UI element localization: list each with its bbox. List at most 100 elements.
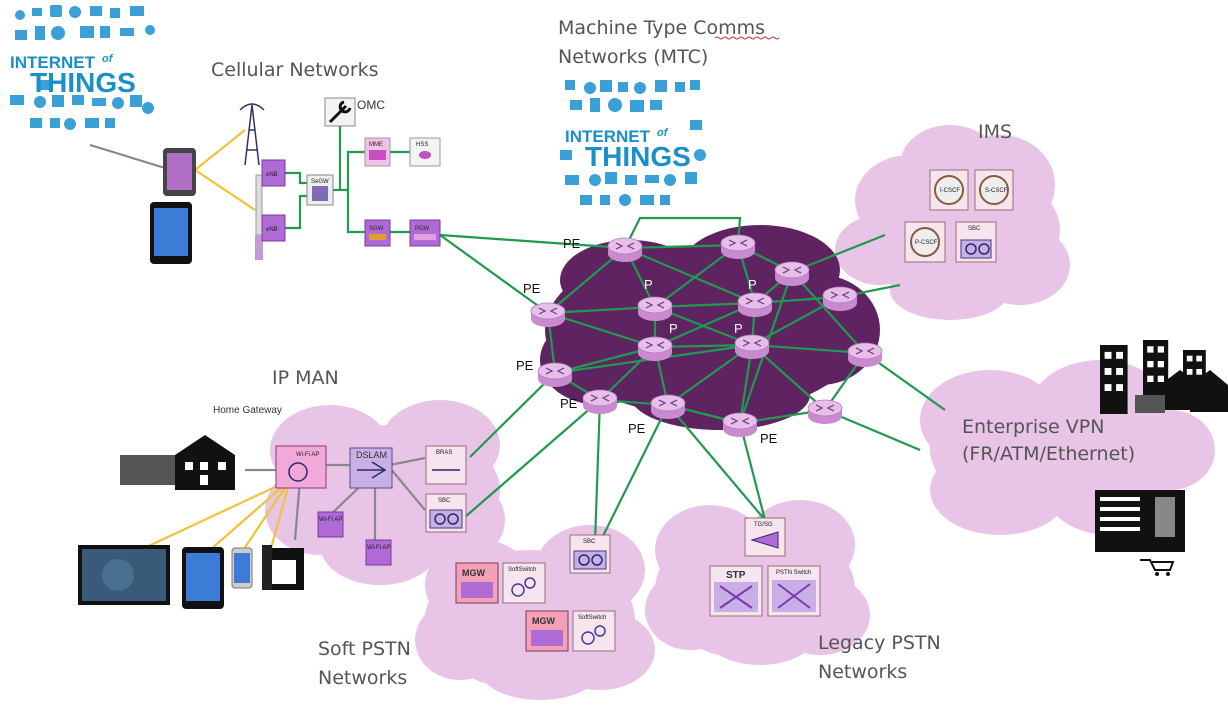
home-gateway-label: Home Gateway: [213, 405, 282, 416]
enterprise-buildings: [1095, 340, 1228, 576]
cellular-title: Cellular Networks: [211, 59, 379, 81]
p-router[interactable]: [734, 334, 770, 360]
tv-icon: [78, 545, 170, 605]
sbc-label: SBC: [583, 539, 596, 545]
smartphone-icon: [231, 547, 253, 589]
omc-label: OMC: [357, 98, 385, 112]
enb-node[interactable]: [261, 159, 286, 187]
softswitch-node[interactable]: [572, 610, 616, 652]
stp-label: STP: [726, 570, 746, 581]
p-router[interactable]: [637, 296, 673, 322]
edge-links: [439, 233, 946, 543]
wifi-ap-label: Wi-Fi AP: [296, 452, 319, 458]
pe-router[interactable]: [650, 394, 686, 420]
dslam-label: DSLAM: [356, 450, 387, 460]
things-text: THINGS: [30, 67, 136, 98]
wifi-ap-label: Wi-Fi AP: [367, 545, 390, 551]
pe-router[interactable]: [822, 286, 858, 312]
ims-nodes: I-CSCF S-CSCF P-CSCF SBC: [904, 169, 1014, 263]
pe-router[interactable]: [537, 362, 573, 388]
mgw-label: MGW: [532, 616, 555, 626]
section-titles: Cellular Networks Machine Type Comms Net…: [211, 17, 1135, 689]
sbc-label: SBC: [438, 498, 451, 504]
dslam-node[interactable]: [349, 447, 393, 489]
pe-label: PE: [560, 396, 578, 411]
mme-label: MME: [369, 142, 383, 148]
ip-man-devices: Wi-Fi AP DSLAM BRAS SBC Wi-Fi AP Wi-Fi A…: [78, 435, 467, 609]
p-label: P: [644, 277, 653, 292]
softswitch-label: SoftSwitch: [508, 567, 536, 573]
p-router[interactable]: [737, 292, 773, 318]
router-labels: PE PE PE PE PE PE P P P P: [516, 236, 778, 446]
sbc-label: SBC: [968, 226, 981, 232]
pe-label: PE: [516, 358, 534, 373]
bras-label: BRAS: [436, 450, 452, 456]
cellular-devices: eNB eNB SeGW OMC MME HSS SGW PGW: [150, 97, 441, 264]
enterprise-title-line2: (FR/ATM/Ethernet): [962, 443, 1135, 465]
soft-pstn-title-line2: Networks: [318, 667, 407, 689]
s-cscf-label: S-CSCF: [985, 188, 1008, 194]
legacy-pstn-title-line1: Legacy PSTN: [818, 632, 941, 654]
internet-text: INTERNET: [10, 53, 96, 72]
pe-label: PE: [523, 281, 541, 296]
mgw-label: MGW: [462, 568, 485, 578]
ip-man-title: IP MAN: [272, 367, 339, 389]
hss-label: HSS: [416, 142, 428, 148]
pe-label: PE: [760, 431, 778, 446]
segw-label: SeGW: [311, 179, 329, 185]
pe-router[interactable]: [530, 302, 566, 328]
pe-router[interactable]: [607, 237, 643, 263]
i-cscf-label: I-CSCF: [940, 188, 960, 194]
enb-label: eNB: [266, 172, 278, 178]
p-label: P: [669, 321, 678, 336]
sgw-label: SGW: [369, 226, 384, 232]
internet-text: INTERNET: [565, 127, 651, 146]
legacy-pstn-nodes: TG/SG STP PSTN Switch: [709, 517, 821, 617]
pstn-switch-label: PSTN Switch: [776, 570, 811, 576]
p-router[interactable]: [637, 336, 673, 362]
cell-tower-icon: [239, 103, 265, 166]
pe-label: PE: [628, 421, 646, 436]
mtc-title-line1: Machine Type Comms: [558, 17, 765, 39]
p-label: P: [748, 277, 757, 292]
iot-logo-center: INTERNET of THINGS: [560, 80, 706, 206]
pe-router[interactable]: [722, 412, 758, 438]
pe-router[interactable]: [774, 261, 810, 287]
pgw-node[interactable]: [409, 219, 441, 247]
softswitch-label: SoftSwitch: [578, 615, 606, 621]
of-text: of: [657, 127, 669, 139]
soft-pstn-nodes: SBC MGW SoftSwitch MGW SoftSwitch: [455, 534, 616, 652]
bras-node[interactable]: [425, 445, 467, 485]
shopping-cart-icon: [1140, 559, 1175, 571]
wifi-ap-node[interactable]: [365, 539, 392, 566]
of-text: of: [102, 53, 114, 65]
softswitch-node[interactable]: [502, 562, 546, 604]
sgw-node[interactable]: [364, 219, 391, 247]
things-text: THINGS: [585, 141, 691, 172]
mtc-title-line2: Networks (MTC): [558, 46, 708, 68]
enterprise-title-line1: Enterprise VPN: [962, 416, 1104, 438]
pe-router[interactable]: [720, 234, 756, 260]
antenna-icon: [255, 174, 263, 260]
wifi-ap-node[interactable]: [317, 511, 344, 538]
pe-router[interactable]: [807, 399, 843, 425]
pgw-label: PGW: [415, 226, 430, 232]
enb-node[interactable]: [261, 214, 286, 242]
enterprise-cloud: [920, 360, 1215, 535]
phone-icon: [262, 545, 304, 590]
p-label: P: [734, 321, 743, 336]
wifi-ap-label: Wi-Fi AP: [319, 517, 342, 523]
tablet-icon: [182, 547, 224, 609]
cellular-links: [285, 125, 410, 234]
enb-label: eNB: [266, 227, 278, 233]
pe-router[interactable]: [582, 389, 618, 415]
pe-router[interactable]: [847, 342, 883, 368]
tgsg-label: TG/SG: [754, 522, 773, 528]
iot-logo-left: INTERNET of THINGS: [10, 5, 155, 130]
pe-label: PE: [563, 236, 581, 251]
soft-pstn-title-line1: Soft PSTN: [318, 638, 411, 660]
p-cscf-label: P-CSCF: [915, 240, 938, 246]
ims-title: IMS: [978, 121, 1012, 143]
houses-icon: [120, 435, 235, 490]
legacy-pstn-title-line2: Networks: [818, 661, 907, 683]
